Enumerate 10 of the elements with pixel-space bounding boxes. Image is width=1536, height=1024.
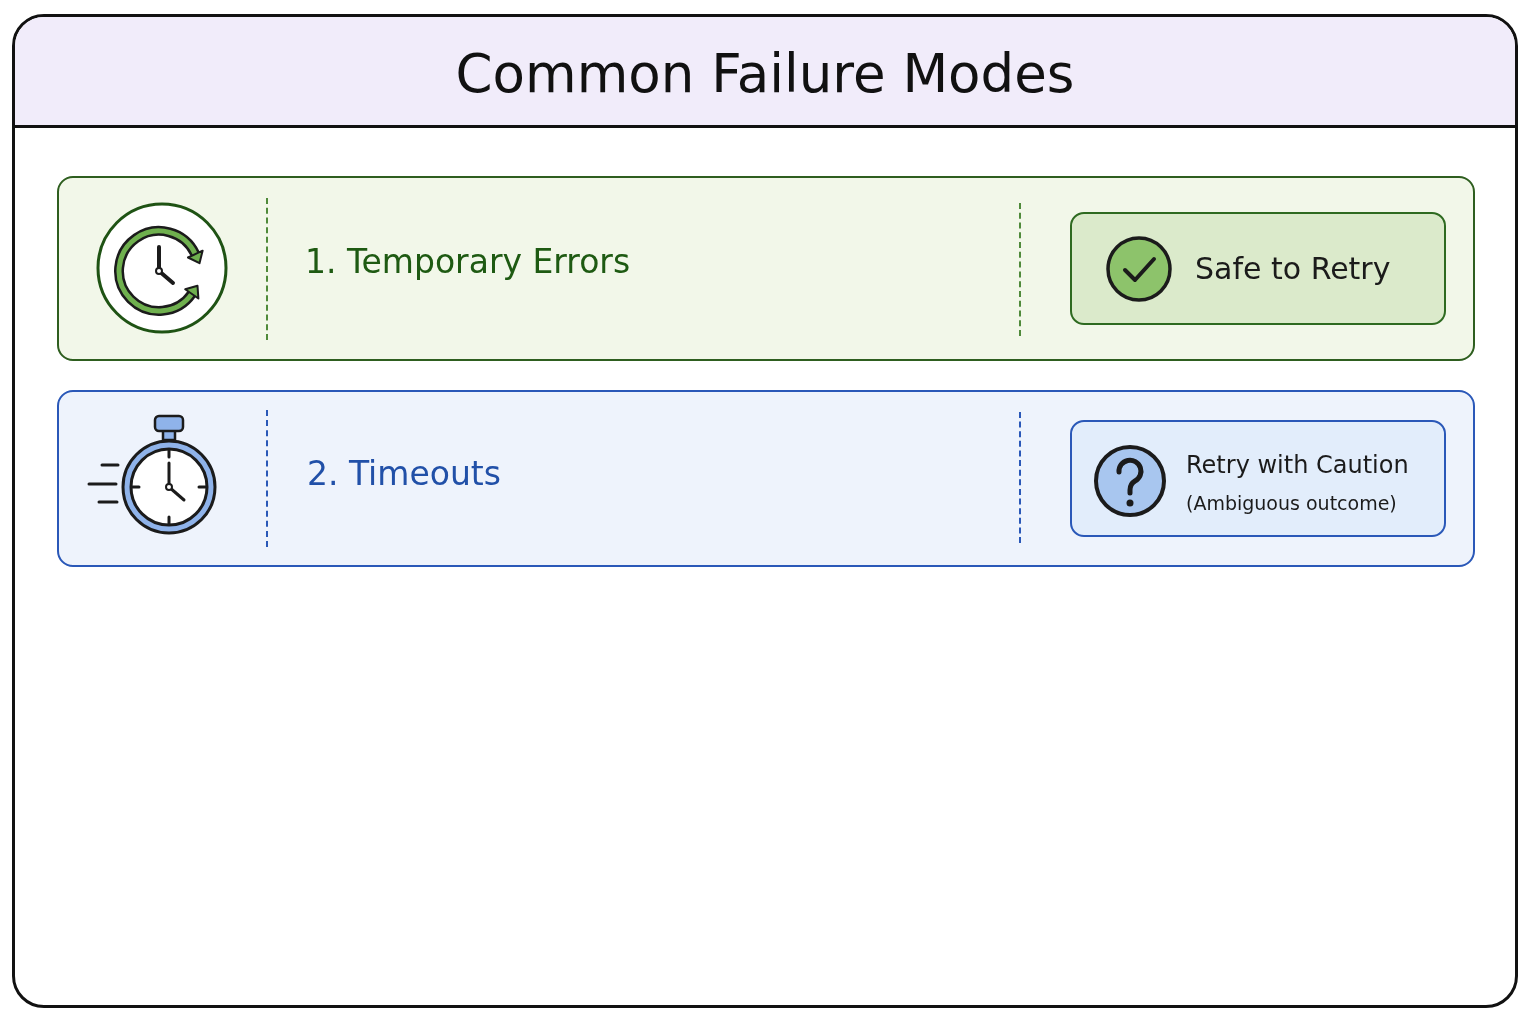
row-heading: 2. Timeouts [307,454,501,494]
diagram-title: Common Failure Modes [455,42,1075,106]
badge-label: Safe to Retry [1195,251,1391,287]
retry-badge [1070,212,1446,325]
retry-badge [1070,420,1446,537]
badge-label: Retry with Caution [1186,450,1409,480]
badge-note: (Ambiguous outcome) [1186,491,1397,515]
failure-mode-row [57,176,1475,361]
row-heading: 1. Temporary Errors [305,242,631,282]
failure-mode-row [57,390,1475,567]
